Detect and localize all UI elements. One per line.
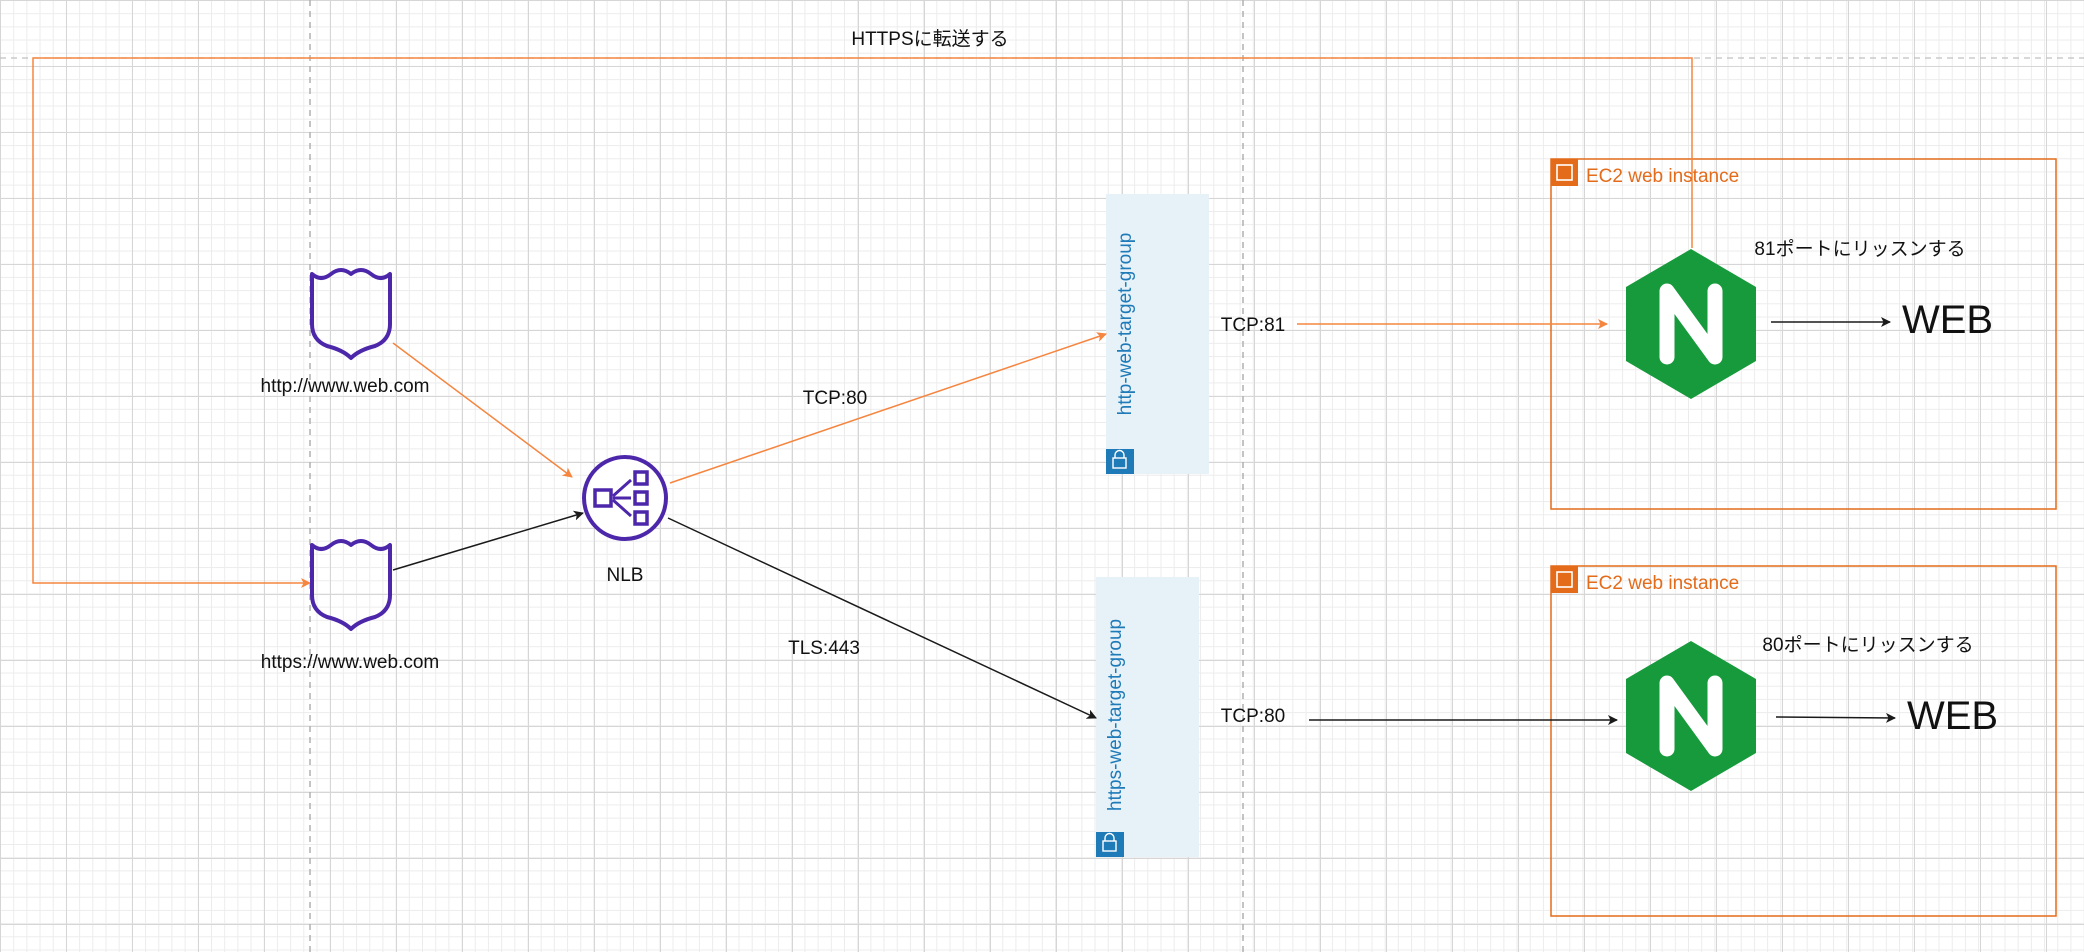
edge-label-tcp81: TCP:81 bbox=[1220, 315, 1286, 336]
lock-icon bbox=[1096, 832, 1124, 857]
https-redirect-edge[interactable] bbox=[32, 57, 1693, 588]
edge-label-tcp80: TCP:80 bbox=[802, 388, 868, 409]
shield-icon[interactable] bbox=[310, 268, 392, 360]
nlb-label: NLB bbox=[606, 565, 644, 586]
edge-https-to-nlb[interactable] bbox=[392, 510, 584, 571]
shield-icon[interactable] bbox=[310, 539, 392, 631]
ec2-bottom-title: EC2 web instance bbox=[1586, 573, 1740, 594]
nginx-icon[interactable] bbox=[1626, 641, 1756, 791]
http-target-group[interactable] bbox=[1106, 194, 1209, 474]
edge-http-to-nlb[interactable] bbox=[392, 342, 573, 478]
edge-nlb-to-http-group[interactable] bbox=[669, 332, 1107, 484]
https-target-group[interactable] bbox=[1096, 577, 1199, 857]
listen-81-label: 81ポートにリッスンする bbox=[1754, 239, 1966, 260]
chip-icon bbox=[1551, 566, 1578, 593]
chip-icon bbox=[1551, 159, 1578, 186]
edge-nlb-to-https-group[interactable] bbox=[667, 517, 1097, 719]
edge-label-tls443: TLS:443 bbox=[788, 638, 860, 659]
https-target-group-label: https-web-target-group bbox=[1105, 618, 1126, 812]
ec2-instance-top[interactable] bbox=[1550, 158, 2057, 510]
listen-80-label: 80ポートにリッスンする bbox=[1762, 635, 1974, 656]
lock-icon bbox=[1106, 449, 1134, 474]
edge-nginx-to-web-bottom[interactable] bbox=[1775, 712, 1896, 723]
http-domain-label: http://www.web.com bbox=[260, 376, 430, 397]
https-domain-label: https://www.web.com bbox=[260, 652, 440, 673]
load-balancer-icon[interactable] bbox=[582, 455, 668, 541]
https-redirect-label: HTTPSに転送する bbox=[851, 29, 1009, 50]
ec2-instance-bottom[interactable] bbox=[1550, 565, 2057, 917]
edge-label-tcp80-lower: TCP:80 bbox=[1220, 706, 1286, 727]
nginx-icon[interactable] bbox=[1626, 249, 1756, 399]
web-label-top: WEB bbox=[1902, 298, 1994, 342]
http-target-group-label: http-web-target-group bbox=[1115, 232, 1136, 416]
web-label-bottom: WEB bbox=[1907, 694, 1999, 738]
ec2-top-title: EC2 web instance bbox=[1586, 166, 1740, 187]
